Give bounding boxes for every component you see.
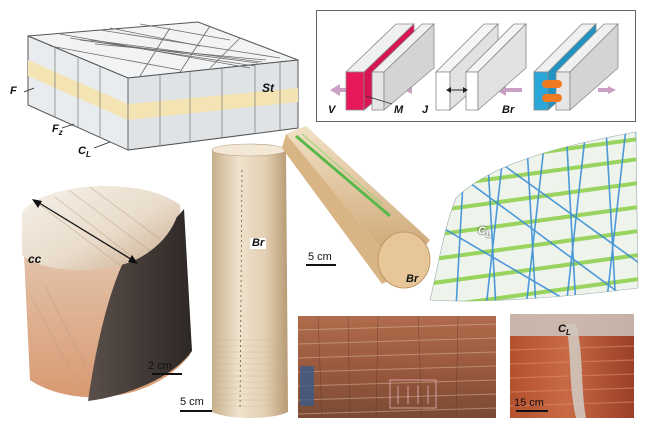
outcrop-right-panel: CL 15 cm <box>509 314 635 418</box>
core-tall-body <box>212 144 288 418</box>
vertical-fractures <box>54 48 281 146</box>
outcrop-center-panel <box>297 315 497 419</box>
outcrop-right-scale: 15 cm <box>514 397 544 409</box>
network-label-cl: CL <box>478 225 491 240</box>
vein-block <box>345 23 435 111</box>
core-horizontal-photo <box>282 126 431 289</box>
schematic-label-br: Br <box>502 104 515 116</box>
outcrop-center-photo <box>297 315 497 419</box>
core-cc-top-face <box>22 186 180 270</box>
core-tall-label: Br <box>250 237 267 249</box>
block-label-cl: CL <box>78 145 91 160</box>
block-diagram <box>23 21 299 151</box>
core-tall-scale: 5 cm <box>180 396 204 408</box>
outcrop-right-scale-bar <box>516 410 548 412</box>
core-cc-scale: 2 cm <box>148 360 172 372</box>
core-horizontal-label: Br <box>406 273 419 285</box>
core-cc-photo <box>22 186 192 401</box>
core-horizontal-scale: 5 cm <box>308 251 332 263</box>
fracture-network-model <box>429 131 639 302</box>
block-diagram-panel: F Fz CL St <box>0 0 300 170</box>
joint-block <box>435 23 527 111</box>
core-horizontal-scale-bar <box>306 264 336 266</box>
core-horizontal-vein <box>295 134 391 218</box>
block-label-st: St <box>262 81 274 95</box>
stratum-right <box>128 88 298 120</box>
core-cc-panel: cc 2 cm <box>0 175 200 410</box>
schematic-label-m: M <box>394 104 404 116</box>
schematic-label-v: V <box>328 104 336 116</box>
outcrop-right-fracture <box>566 324 586 418</box>
fracture-network-panel: CL <box>426 128 648 306</box>
core-cc-dark-face <box>88 209 192 401</box>
outcrop-right-photo <box>509 314 635 418</box>
core-tall-photo <box>211 143 288 418</box>
core-cc-label: cc <box>28 252 42 266</box>
core-tall-scale-bar <box>180 410 212 412</box>
core-horizontal-panel: 5 cm Br <box>282 124 432 294</box>
core-cc-scale-bar <box>152 373 182 375</box>
fracture-swarm <box>49 23 281 150</box>
core-tall-panel: Br 5 cm <box>176 140 296 422</box>
block-label-fz: Fz <box>52 123 63 138</box>
fracture-type-schematic-panel: V M J Br <box>316 10 636 122</box>
core-tall-fracture <box>239 169 243 411</box>
block-label-f: F <box>10 85 17 97</box>
outcrop-right-label-cl: CL <box>558 323 571 338</box>
schematic-label-j: J <box>422 104 429 116</box>
fracture-type-schematic <box>316 10 636 122</box>
bridge-block <box>533 23 619 111</box>
outcrop-center-marks <box>389 379 437 409</box>
core-horizontal-end <box>377 231 431 289</box>
